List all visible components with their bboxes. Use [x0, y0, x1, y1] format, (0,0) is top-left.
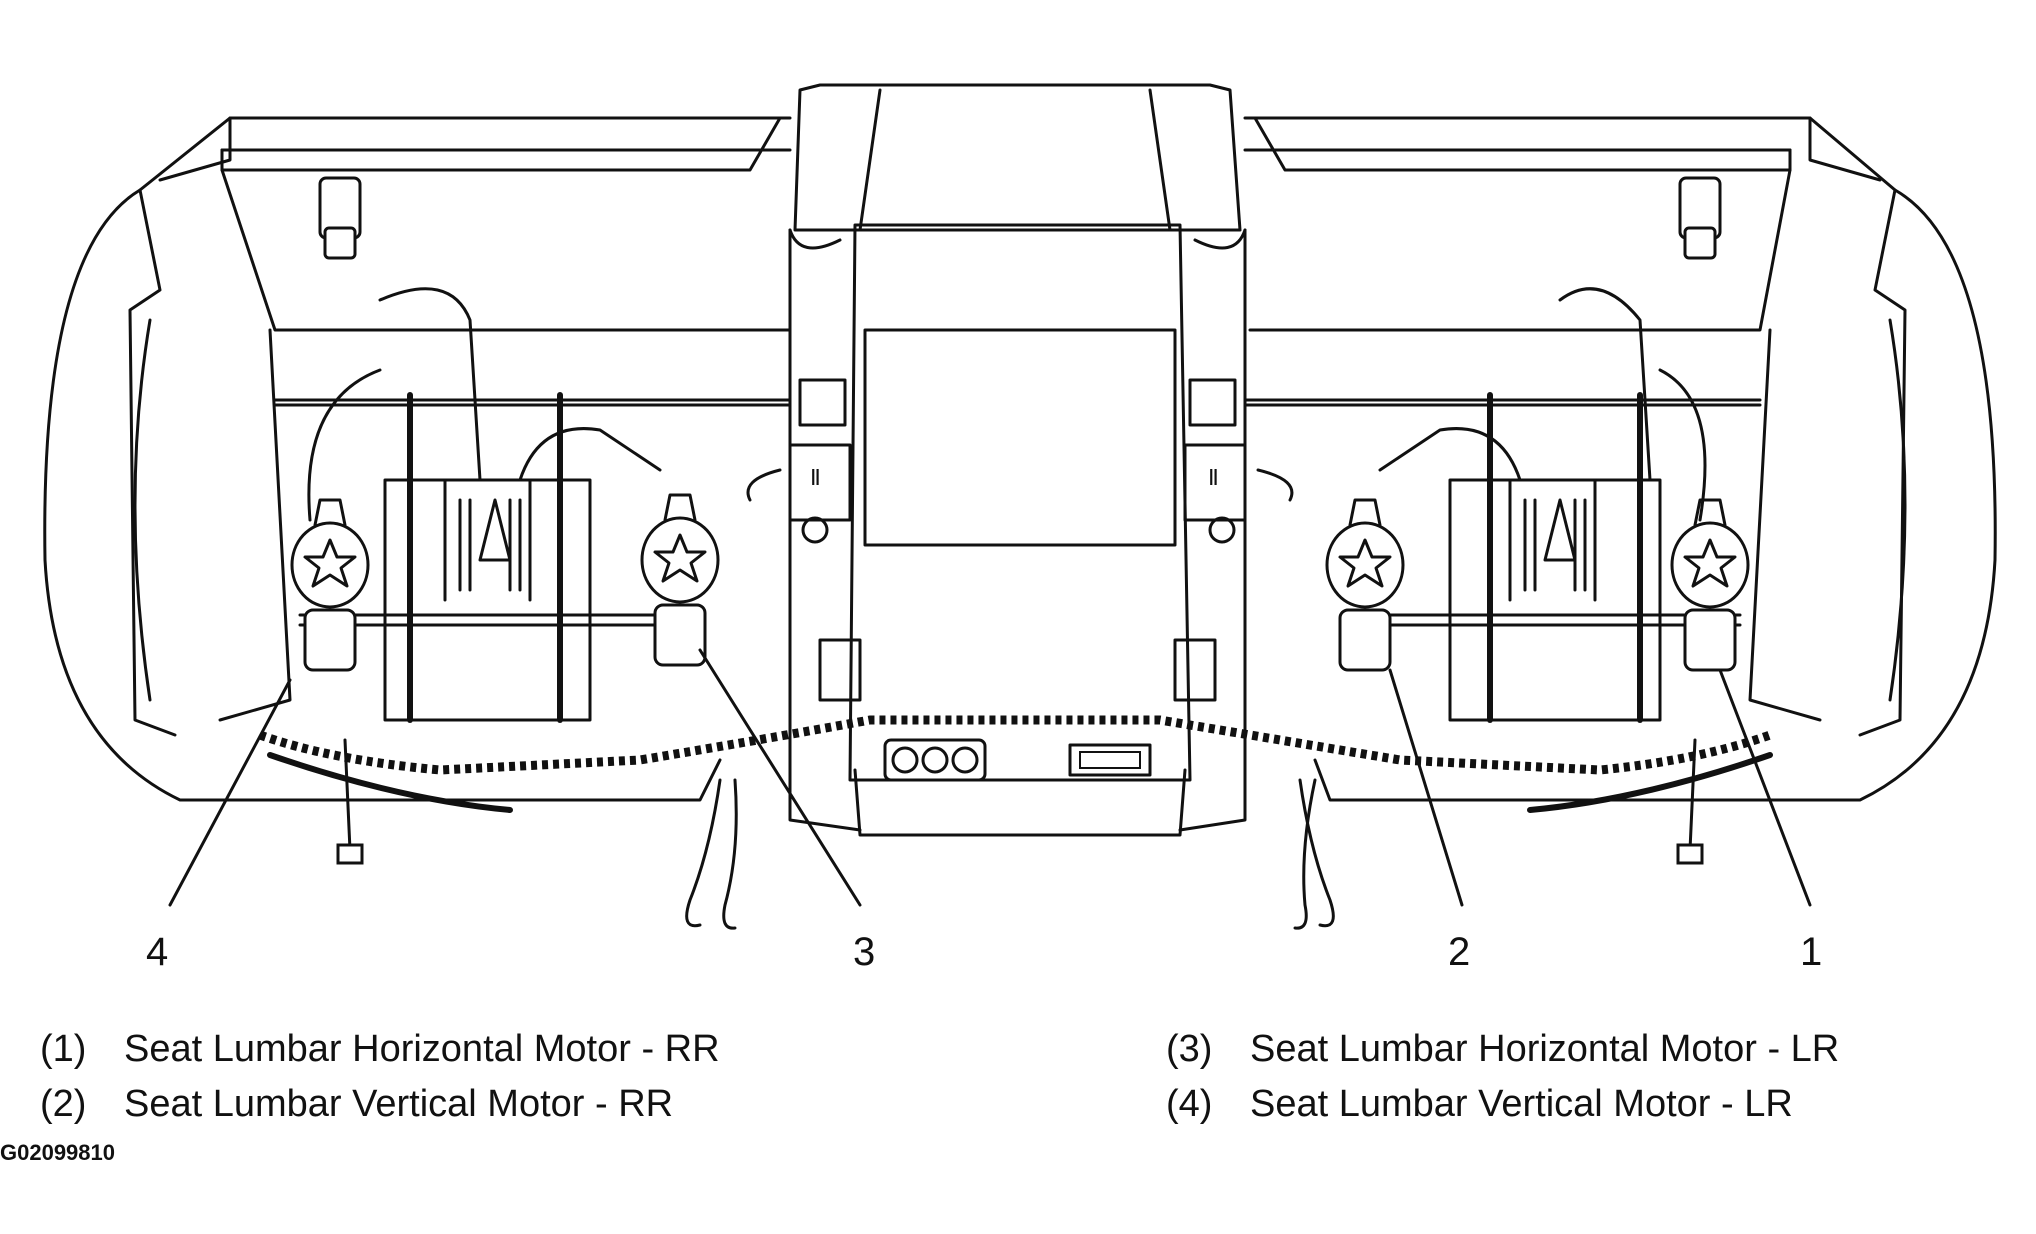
legend-item-3: (3) Seat Lumbar Horizontal Motor - LR	[1166, 1028, 1839, 1071]
lumbar-motor-lr-vertical	[290, 498, 370, 672]
lumbar-motor-lr-horizontal	[640, 493, 720, 667]
svg-text:Ⅱ: Ⅱ	[810, 465, 821, 490]
left-seat-frame	[273, 287, 792, 723]
right-seat-shell	[1248, 116, 1997, 802]
legend-number: (4)	[1166, 1083, 1213, 1125]
right-fold-panel	[1243, 116, 1792, 332]
callout-1: 1	[1800, 930, 1822, 974]
wiring-harness	[258, 715, 1773, 930]
lumbar-motor-rr-vertical	[1325, 498, 1405, 672]
legend-item-1: (1) Seat Lumbar Horizontal Motor - RR	[40, 1028, 720, 1071]
legend-number: (3)	[1166, 1028, 1213, 1070]
callout-2: 2	[1448, 930, 1470, 974]
legend-text: Seat Lumbar Vertical Motor - LR	[1250, 1083, 1793, 1125]
leader-lines	[168, 648, 1812, 907]
legend-text: Seat Lumbar Vertical Motor - RR	[124, 1083, 674, 1125]
left-fold-panel	[220, 116, 792, 332]
legend-item-2: (2) Seat Lumbar Vertical Motor - RR	[40, 1083, 673, 1126]
figure-id: G02099810	[0, 1140, 115, 1165]
legend-number: (1)	[40, 1028, 87, 1070]
legend-number: (2)	[40, 1083, 87, 1125]
svg-text:Ⅱ: Ⅱ	[1208, 465, 1219, 490]
right-seat-frame	[1243, 287, 1762, 723]
lumbar-motor-rr-horizontal	[1670, 498, 1750, 672]
legend-item-4: (4) Seat Lumbar Vertical Motor - LR	[1166, 1083, 1793, 1126]
center-armrest: Ⅱ Ⅱ	[746, 83, 1294, 837]
left-seat-shell	[43, 116, 787, 802]
legend-text: Seat Lumbar Horizontal Motor - RR	[124, 1028, 720, 1070]
callout-4: 4	[146, 930, 168, 974]
legend-text: Seat Lumbar Horizontal Motor - LR	[1250, 1028, 1840, 1070]
callout-3: 3	[853, 930, 875, 974]
